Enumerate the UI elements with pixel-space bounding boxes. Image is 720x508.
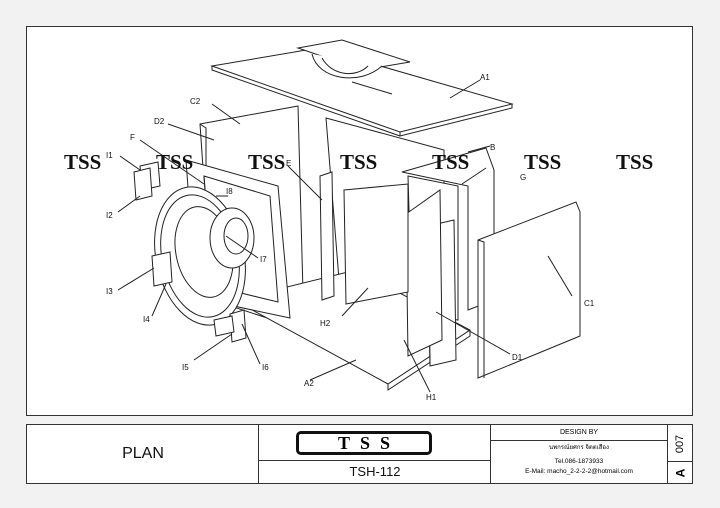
block-i2 [133, 167, 153, 201]
title-block: PLAN TSH-112 DESIGN BY นพกรณ์ยศกร จิตตเส… [26, 424, 693, 484]
brace-h2 [343, 183, 409, 305]
label-i2: I2 [106, 211, 113, 220]
label-a1: A1 [480, 73, 490, 82]
label-i8: I8 [226, 187, 233, 196]
sheet-number: 007 [673, 434, 686, 454]
title-cell-designer [491, 425, 668, 483]
revision-letter: A [668, 461, 692, 484]
designer-email: E-Mail: macho_2-2-2-2@hotmail.com [525, 468, 633, 475]
label-d2: D2 [154, 117, 165, 126]
label-d1: D1 [512, 353, 523, 362]
panel-c1 [477, 201, 581, 379]
watermark-text: TSS [156, 150, 194, 174]
watermark-text: TSS [340, 150, 378, 174]
watermark-text: TSS [64, 150, 102, 174]
block-i3 [151, 251, 173, 287]
label-i1: I1 [106, 151, 113, 160]
label-b: B [490, 143, 495, 152]
brace-h1 [405, 189, 443, 357]
label-e: E [286, 159, 291, 168]
label-g: G [520, 173, 526, 182]
plan-label: PLAN [122, 445, 164, 462]
label-a2: A2 [304, 379, 314, 388]
watermark-text: TSS [524, 150, 562, 174]
label-i7: I7 [260, 255, 267, 264]
title-cell-plan: PLAN [27, 425, 259, 483]
part-labels: A1 A2 B C1 C2 D1 D2 E F G H1 H2 I1 I2 I3… [106, 73, 595, 402]
design-by-heading: DESIGN BY [491, 425, 667, 441]
tss-logo: TSS [296, 431, 432, 455]
designer-name: นพกรณ์ยศกร จิตตเสือง [549, 445, 609, 451]
label-c1: C1 [584, 299, 595, 308]
label-i3: I3 [106, 287, 113, 296]
watermark-text: TSS [616, 150, 654, 174]
designer-phone: Tel.086-1873933 [554, 458, 604, 465]
title-cell-model [259, 425, 491, 483]
label-f: F [130, 133, 135, 142]
stud-e [319, 171, 335, 301]
label-i5: I5 [182, 363, 189, 372]
model-number: TSH-112 [349, 464, 401, 479]
label-h1: H1 [426, 393, 437, 402]
label-c2: C2 [190, 97, 201, 106]
label-h2: H2 [320, 319, 331, 328]
block-i5 [213, 315, 235, 337]
label-i4: I4 [143, 315, 150, 324]
watermark-text: TSS [248, 150, 286, 174]
watermark-text: TSS [432, 150, 470, 174]
label-i6: I6 [262, 363, 269, 372]
